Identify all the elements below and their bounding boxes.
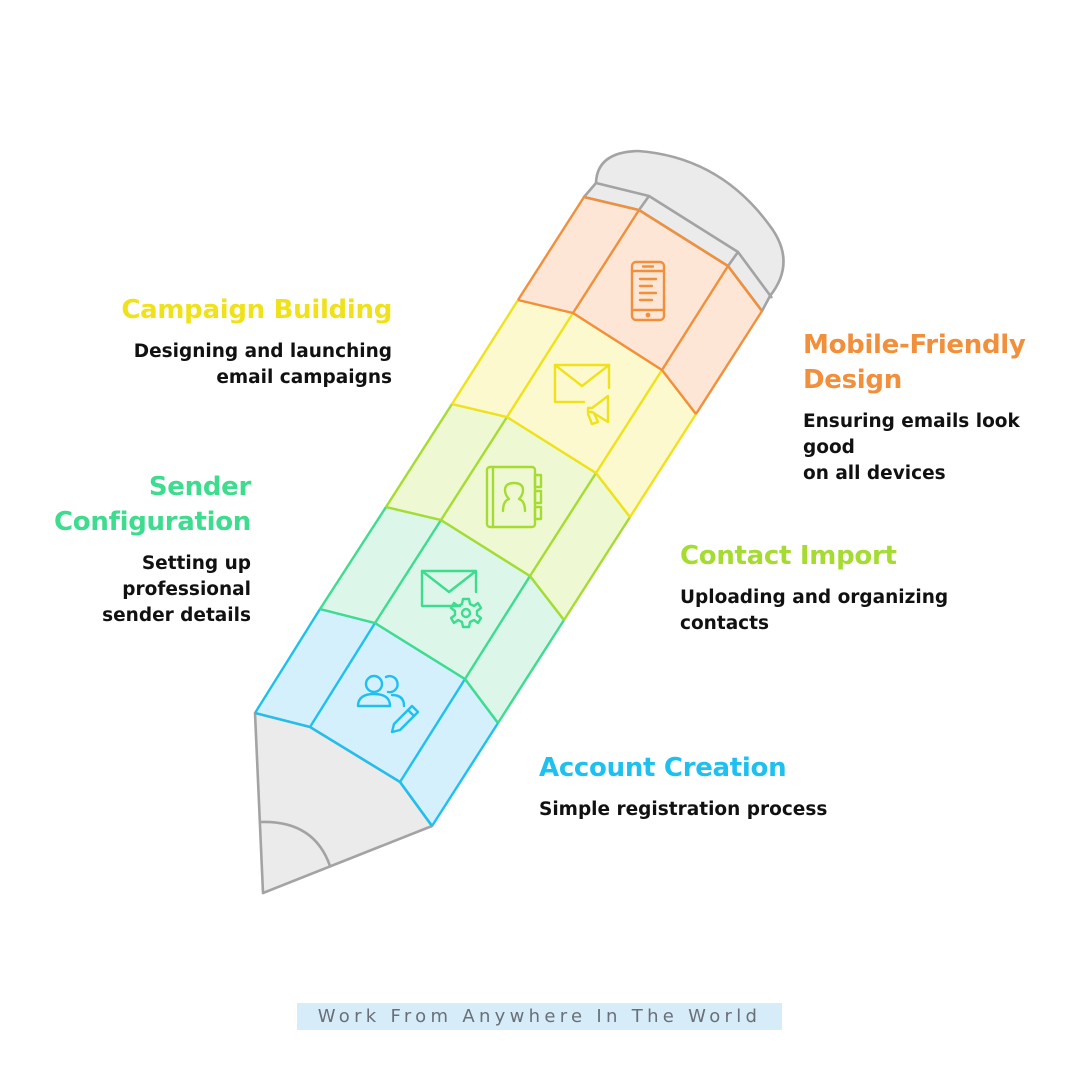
campaign-building-label: Campaign Building Designing and launchin… xyxy=(90,293,392,391)
boundary-line xyxy=(254,711,433,827)
edge-line xyxy=(496,619,566,724)
facet-line xyxy=(660,265,730,371)
account-creation-title: Account Creation xyxy=(539,753,787,783)
sender-configuration-label: Sender Configuration Setting up professi… xyxy=(10,470,251,629)
edge-line xyxy=(253,608,322,714)
segment-fill xyxy=(386,404,630,620)
edge-line xyxy=(628,413,698,518)
sender-configuration-description-line: sender details xyxy=(102,605,251,626)
mobile-friendly-design-title: Mobile-Friendly Design xyxy=(803,328,1073,398)
mobile-friendly-design-description: Ensuring emails look good on all devices xyxy=(803,409,1073,487)
facet-line xyxy=(373,519,443,624)
mobile-friendly-design-title-line: Mobile-Friendly xyxy=(803,330,1026,360)
contact-import-description: Uploading and organizing contacts xyxy=(680,585,980,637)
segment-fill xyxy=(518,197,762,414)
facet-line xyxy=(594,369,664,474)
account-creation-label: Account Creation Simple registration pro… xyxy=(539,751,859,823)
pencil-eraser xyxy=(582,149,785,313)
edge-line xyxy=(694,310,764,415)
boundary-line xyxy=(517,298,697,415)
pencil-tip xyxy=(253,711,434,895)
facet-line xyxy=(571,209,641,314)
ferrule-line xyxy=(726,251,740,267)
account-creation-description: Simple registration process xyxy=(539,797,859,823)
campaign-building-description-line: Designing and launching xyxy=(133,341,392,362)
segment-fill xyxy=(452,300,696,517)
facet-line xyxy=(439,416,509,521)
ferrule-line xyxy=(637,195,651,211)
smartphone-icon xyxy=(630,260,666,322)
campaign-building-description: Designing and launching email campaigns xyxy=(90,339,392,391)
facet-line xyxy=(463,575,532,680)
sender-configuration-title-line: Sender xyxy=(148,472,251,502)
edge-line xyxy=(430,722,500,827)
segment-fill xyxy=(255,609,498,826)
edge-line xyxy=(318,506,388,610)
edge-line xyxy=(516,196,586,301)
facet-line xyxy=(308,622,377,728)
edge-line xyxy=(562,516,632,621)
contact-book-icon xyxy=(485,465,543,529)
mobile-friendly-design-label: Mobile-Friendly Design Ensuring emails l… xyxy=(803,328,1073,487)
facet-line xyxy=(528,472,598,577)
facet-line xyxy=(505,312,575,418)
users-edit-icon xyxy=(356,674,420,734)
facet-line xyxy=(398,678,467,783)
ferrule-line xyxy=(595,181,774,299)
edge-line xyxy=(384,403,454,508)
mobile-friendly-design-title-line: Design xyxy=(803,365,902,395)
boundary-line xyxy=(319,607,499,724)
sender-configuration-title-line: Configuration xyxy=(54,507,251,537)
contact-import-label: Contact Import Uploading and organizing … xyxy=(680,539,980,637)
sender-configuration-description-line: Setting up professional xyxy=(122,553,251,600)
contact-import-description-line: contacts xyxy=(680,613,769,634)
sender-configuration-description: Setting up professional sender details xyxy=(10,551,251,629)
boundary-line xyxy=(385,505,565,621)
boundary-line xyxy=(583,195,763,312)
mobile-friendly-design-description-line: on all devices xyxy=(803,463,946,484)
contact-import-title: Contact Import xyxy=(680,541,897,571)
account-creation-description-line: Simple registration process xyxy=(539,799,828,820)
campaign-building-description-line: email campaigns xyxy=(216,367,392,388)
edge-line xyxy=(450,299,520,405)
mail-megaphone-icon xyxy=(553,363,611,426)
segment-fill xyxy=(320,507,564,723)
mail-settings-icon xyxy=(420,569,483,629)
mobile-friendly-design-description-line: Ensuring emails look good xyxy=(803,411,1020,458)
tip-graphite-arc xyxy=(259,820,332,867)
sender-configuration-title: Sender Configuration xyxy=(10,470,251,540)
contact-import-description-line: Uploading and organizing xyxy=(680,587,949,608)
boundary-line xyxy=(451,402,631,518)
campaign-building-title: Campaign Building xyxy=(121,295,392,325)
footer-tagline: Work From Anywhere In The World xyxy=(297,1003,782,1030)
